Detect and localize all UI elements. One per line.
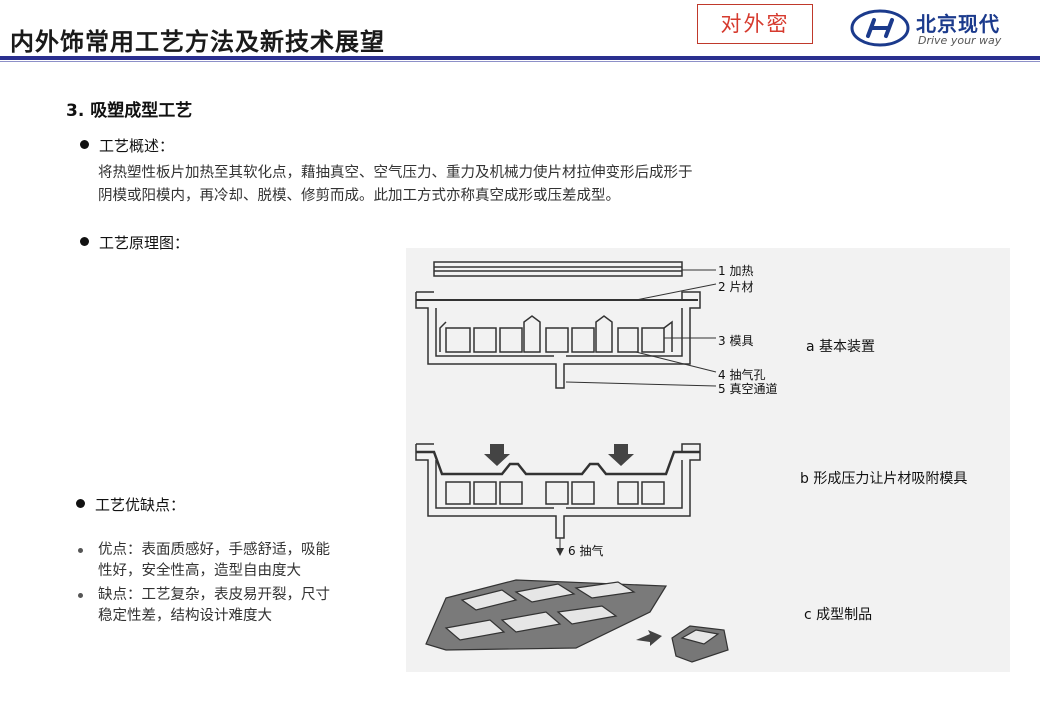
label-channel: 5 真空通道	[718, 382, 778, 396]
bullet-icon	[78, 548, 83, 553]
caption-b: b 形成压力让片材吸附模具	[800, 471, 968, 487]
overview-paragraph: 将热塑性板片加热至其软化点，藉抽真空、空气压力、重力及机械力使片材拉伸变形后成形…	[98, 162, 878, 208]
hyundai-logo-icon	[850, 9, 910, 47]
overview-heading: 工艺概述：	[80, 135, 174, 156]
logo-brand-text: 北京现代	[916, 12, 1000, 36]
bullet-dot-icon	[76, 499, 85, 508]
slide-header: 内外饰常用工艺方法及新技术展望 对外密 北京现代 Drive your way	[0, 0, 1040, 62]
cons-line-2: 稳定性差，结构设计难度大	[98, 608, 272, 624]
pressure-arrow-icon	[608, 444, 634, 466]
overview-line: 将热塑性板片加热至其软化点，藉抽真空、空气压力、重力及机械力使片材拉伸变形后成形…	[98, 165, 693, 181]
cons-line-1: 缺点：工艺复杂，表皮易开裂，尺寸	[98, 587, 330, 603]
brand-logo: 北京现代 Drive your way	[850, 4, 1030, 52]
mold-frame-a	[415, 291, 701, 389]
formed-sheet	[416, 450, 700, 476]
proscons-list: 优点：表面质感好，手感舒适，吸能 性好，安全性高，造型自由度大 缺点：工艺复杂，…	[76, 540, 406, 630]
logo-slogan: Drive your way	[918, 34, 1002, 47]
slide-title: 内外饰常用工艺方法及新技术展望	[10, 27, 385, 56]
bullet-dot-icon	[80, 237, 89, 246]
overview-heading-text: 工艺概述：	[99, 137, 175, 155]
label-suction: 6 抽气	[568, 544, 604, 558]
label-mold: 3 模具	[718, 334, 754, 348]
confidential-stamp: 对外密	[697, 4, 813, 44]
label-vent: 4 抽气孔	[718, 368, 766, 382]
header-divider-thin	[0, 61, 1040, 62]
pros-line-2: 性好，安全性高，造型自由度大	[98, 563, 301, 579]
overview-line: 阴模或阳模内，再冷却、脱模、修剪而成。此加工方式亦称真空成形或压差成型。	[98, 188, 620, 204]
section-title: 3. 吸塑成型工艺	[66, 101, 193, 121]
list-item: 缺点：工艺复杂，表皮易开裂，尺寸 稳定性差，结构设计难度大	[76, 585, 406, 627]
proscons-heading: 工艺优缺点：	[76, 494, 185, 515]
pressure-arrow-icon	[484, 444, 510, 466]
result-arrow-icon	[636, 630, 662, 646]
label-sheet: 2 片材	[718, 280, 754, 294]
caption-c: c 成型制品	[804, 607, 873, 623]
proscons-heading-text: 工艺优缺点：	[95, 496, 186, 514]
list-item: 优点：表面质感好，手感舒适，吸能 性好，安全性高，造型自由度大	[76, 540, 406, 582]
bullet-dot-icon	[80, 140, 89, 149]
vacuum-forming-diagram: 1 加热 2 片材 3 模具 4 抽气孔 5 真空通道 6 抽气 a 基本装置 …	[406, 248, 1010, 672]
suction-arrow-icon	[556, 548, 564, 556]
principle-heading: 工艺原理图：	[80, 232, 189, 253]
label-heat: 1 加热	[718, 264, 754, 278]
header-divider	[0, 56, 1040, 60]
pros-line-1: 优点：表面质感好，手感舒适，吸能	[98, 542, 330, 558]
heater-plate	[433, 261, 683, 277]
principle-heading-text: 工艺原理图：	[99, 234, 190, 252]
diagram-drawing	[415, 261, 729, 663]
bullet-icon	[78, 593, 83, 598]
product-trays	[425, 579, 729, 663]
mold-frame-b	[415, 443, 701, 539]
caption-a: a 基本装置	[806, 339, 876, 355]
